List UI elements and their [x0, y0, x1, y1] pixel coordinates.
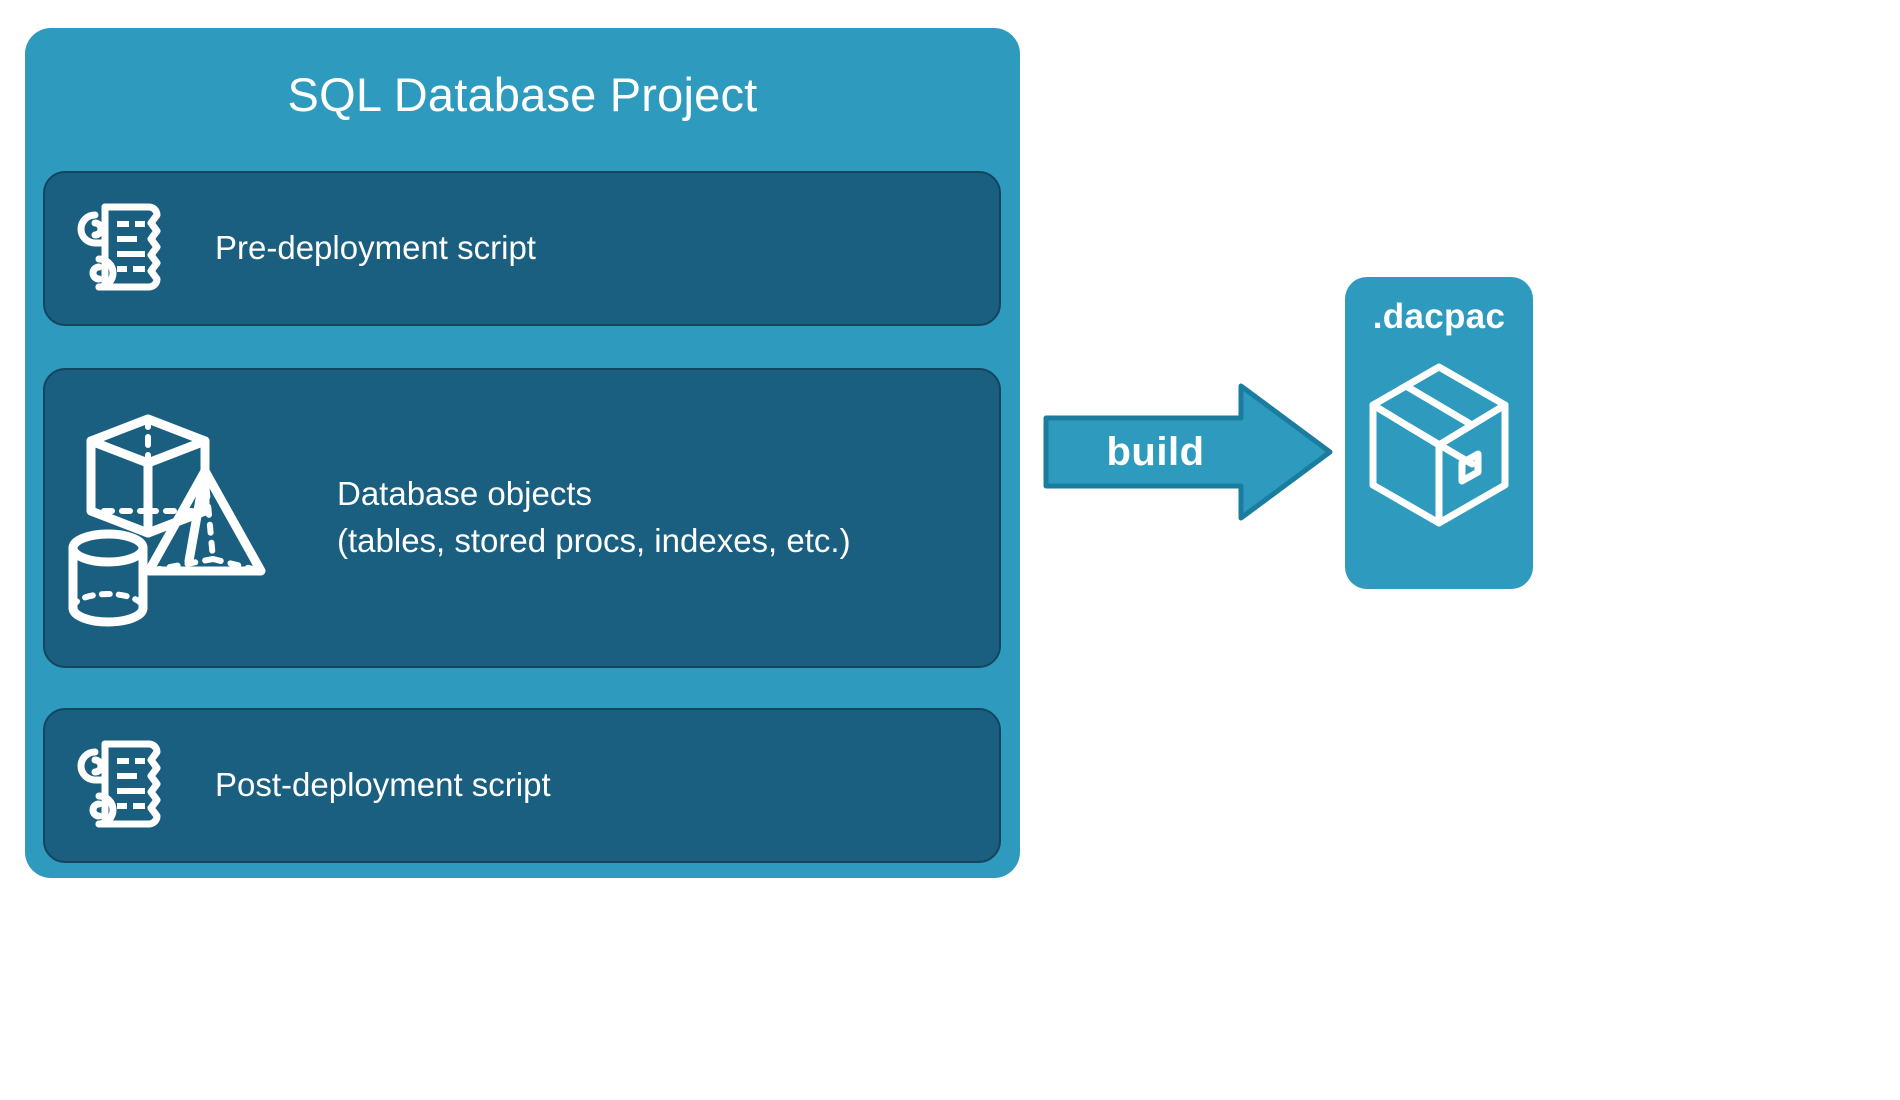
- panel-database-objects[interactable]: Database objects (tables, stored procs, …: [43, 368, 1001, 668]
- panel-label: Pre-deployment script: [215, 229, 536, 267]
- dacpac-output-card: .dacpac: [1345, 277, 1533, 589]
- panel-pre-deployment-text: Pre-deployment script: [173, 225, 536, 272]
- panel-label: Post-deployment script: [215, 766, 551, 804]
- sql-database-project-card: SQL Database Project: [25, 28, 1020, 878]
- scroll-icon: [65, 730, 173, 842]
- package-box-icon: [1363, 359, 1515, 546]
- page-title: SQL Database Project: [287, 68, 758, 121]
- scroll-icon: [65, 193, 173, 305]
- dacpac-title: .dacpac: [1372, 297, 1506, 336]
- panel-label: Database objects: [337, 475, 592, 513]
- panel-database-objects-text: Database objects (tables, stored procs, …: [303, 471, 851, 565]
- panel-pre-deployment[interactable]: Pre-deployment script: [43, 171, 1001, 326]
- panel-post-deployment[interactable]: Post-deployment script: [43, 708, 1001, 863]
- build-arrow-icon: [1043, 383, 1333, 521]
- panel-sublabel: (tables, stored procs, indexes, etc.): [337, 522, 851, 559]
- shapes-icon: [53, 393, 303, 643]
- panel-post-deployment-text: Post-deployment script: [173, 762, 551, 809]
